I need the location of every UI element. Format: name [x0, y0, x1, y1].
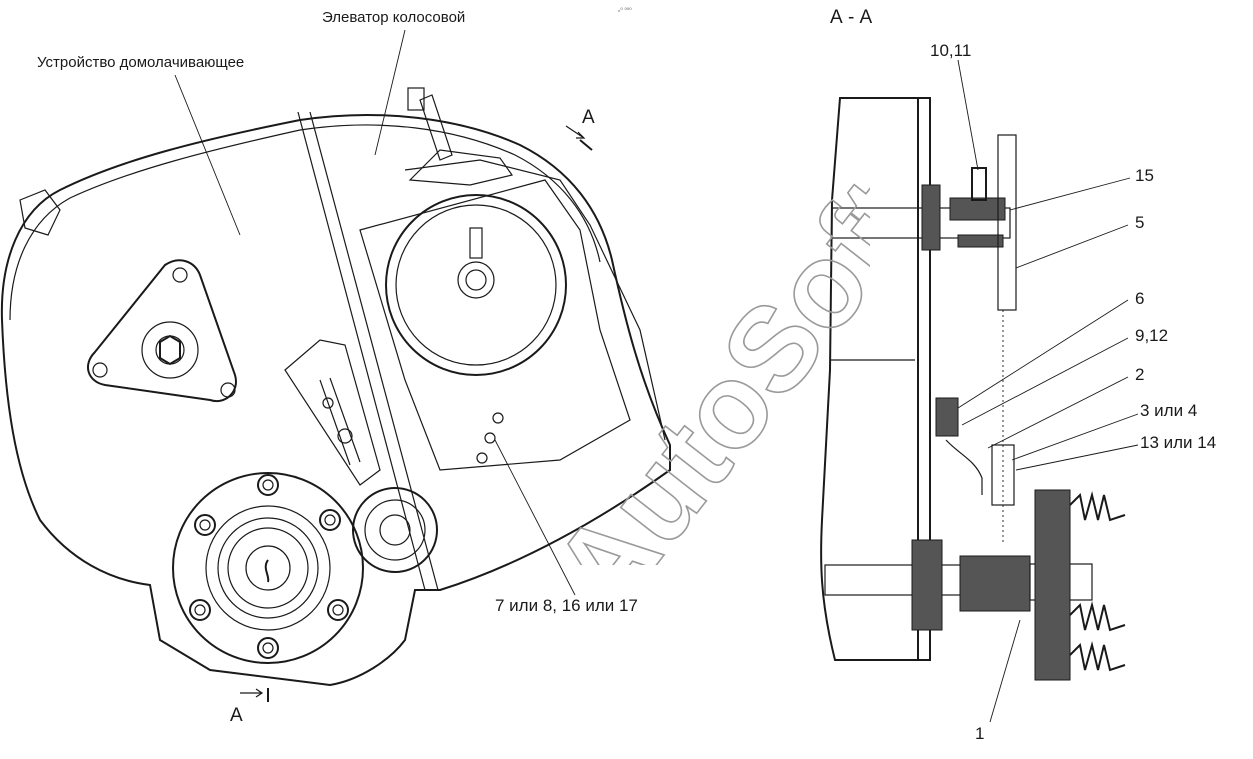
callout-bottom-left: 7 или 8, 16 или 17	[495, 596, 638, 615]
leader-bottom-callout	[494, 439, 576, 596]
leader-10-11	[957, 59, 979, 171]
lower-pulley-ring	[205, 505, 331, 631]
elevator-housing	[359, 179, 631, 471]
springs	[1069, 491, 1126, 672]
lower-pulley-ring-2	[217, 517, 319, 619]
tensioner-bolt-head	[407, 87, 425, 111]
callout-9-12: 9,12	[1135, 326, 1169, 345]
flange-hole-1	[172, 267, 188, 283]
upper-pulley-hub	[457, 261, 495, 299]
lower-hub	[959, 555, 1031, 612]
leader-3-4	[1011, 413, 1139, 461]
housing-outline	[0, 114, 671, 687]
upper-pulley-outer	[385, 194, 567, 376]
upper-pulley-inner	[395, 204, 557, 366]
cut-label-bottom: А	[230, 705, 243, 726]
section-body	[820, 97, 931, 661]
top-tensioner	[408, 94, 514, 186]
leader-13-14	[1015, 444, 1139, 471]
leader-2	[987, 376, 1129, 449]
chain-pin-2	[484, 432, 496, 444]
upper-shaft	[831, 207, 1011, 239]
threshing-unit-label: Устройство домолачивающее	[37, 54, 245, 71]
section-title: А - А	[830, 7, 873, 28]
cut-arrow-top	[565, 125, 586, 139]
leader-1	[989, 619, 1021, 723]
upper-flange	[921, 184, 941, 251]
lower-pulley-ring-3	[227, 527, 309, 609]
callout-6: 6	[1135, 289, 1145, 308]
divider-plate	[297, 111, 426, 591]
keyway	[264, 559, 270, 583]
idler-pulley-outer	[352, 487, 438, 573]
tiny-mark: ₙ⁰ ⁰⁰⁰	[618, 8, 632, 14]
upper-bolt	[971, 167, 987, 201]
left-side-view	[0, 29, 671, 702]
pulley-bolts	[189, 474, 349, 659]
idler-pulley-inner	[364, 499, 426, 561]
inner-belt-line	[9, 124, 601, 321]
chain-pin-3	[476, 452, 488, 464]
callout-15: 15	[1135, 166, 1154, 185]
mid-bracket	[935, 397, 959, 437]
leader-6	[957, 299, 1129, 409]
callout-2: 2	[1135, 365, 1145, 384]
idler-pulley-hub	[379, 514, 411, 546]
leader-15	[1009, 177, 1131, 211]
flange-hole-3	[220, 382, 236, 398]
cut-arrow-bottom	[240, 688, 264, 698]
mid-rod	[945, 439, 983, 495]
leader-threshing	[174, 74, 241, 236]
lower-pulley-outer	[172, 472, 364, 664]
adjuster-slot	[319, 377, 361, 466]
adjuster-nut-2	[322, 397, 334, 409]
callout-10-11: 10,11	[930, 41, 972, 60]
callout-13-14: 13 или 14	[1140, 433, 1217, 452]
section-view	[820, 59, 1139, 723]
callout-1: 1	[975, 724, 985, 743]
upper-pulley-section	[997, 134, 1017, 311]
clutch-body	[1034, 489, 1071, 681]
flange-nut	[159, 334, 181, 366]
lower-pulley-bore	[245, 545, 291, 591]
chain-pin-1	[492, 412, 504, 424]
triangular-flange	[86, 259, 237, 403]
lower-shaft	[824, 564, 966, 596]
elevator-frame	[404, 159, 666, 441]
upper-hub	[949, 197, 1006, 221]
tension-bolt	[469, 227, 483, 259]
flange-shaft-outer	[141, 321, 199, 379]
adjuster-plate	[284, 339, 381, 486]
adjuster-nut	[337, 428, 353, 444]
leader-5	[1015, 224, 1129, 269]
callout-3-4: 3 или 4	[1140, 401, 1198, 420]
left-bracket	[19, 189, 61, 236]
divider-plate-2	[309, 111, 439, 591]
callout-5: 5	[1135, 213, 1145, 232]
cut-marker-top	[579, 139, 593, 151]
elevator-label: Элеватор колосовой	[322, 9, 466, 26]
leader-9-12	[961, 337, 1129, 426]
leader-elevator	[374, 29, 406, 156]
flange-hole-2	[92, 362, 108, 378]
upper-pulley-bore	[465, 269, 487, 291]
lower-flange	[911, 539, 943, 631]
upper-hub-2	[957, 234, 1004, 248]
cut-label-top: А	[582, 107, 595, 128]
